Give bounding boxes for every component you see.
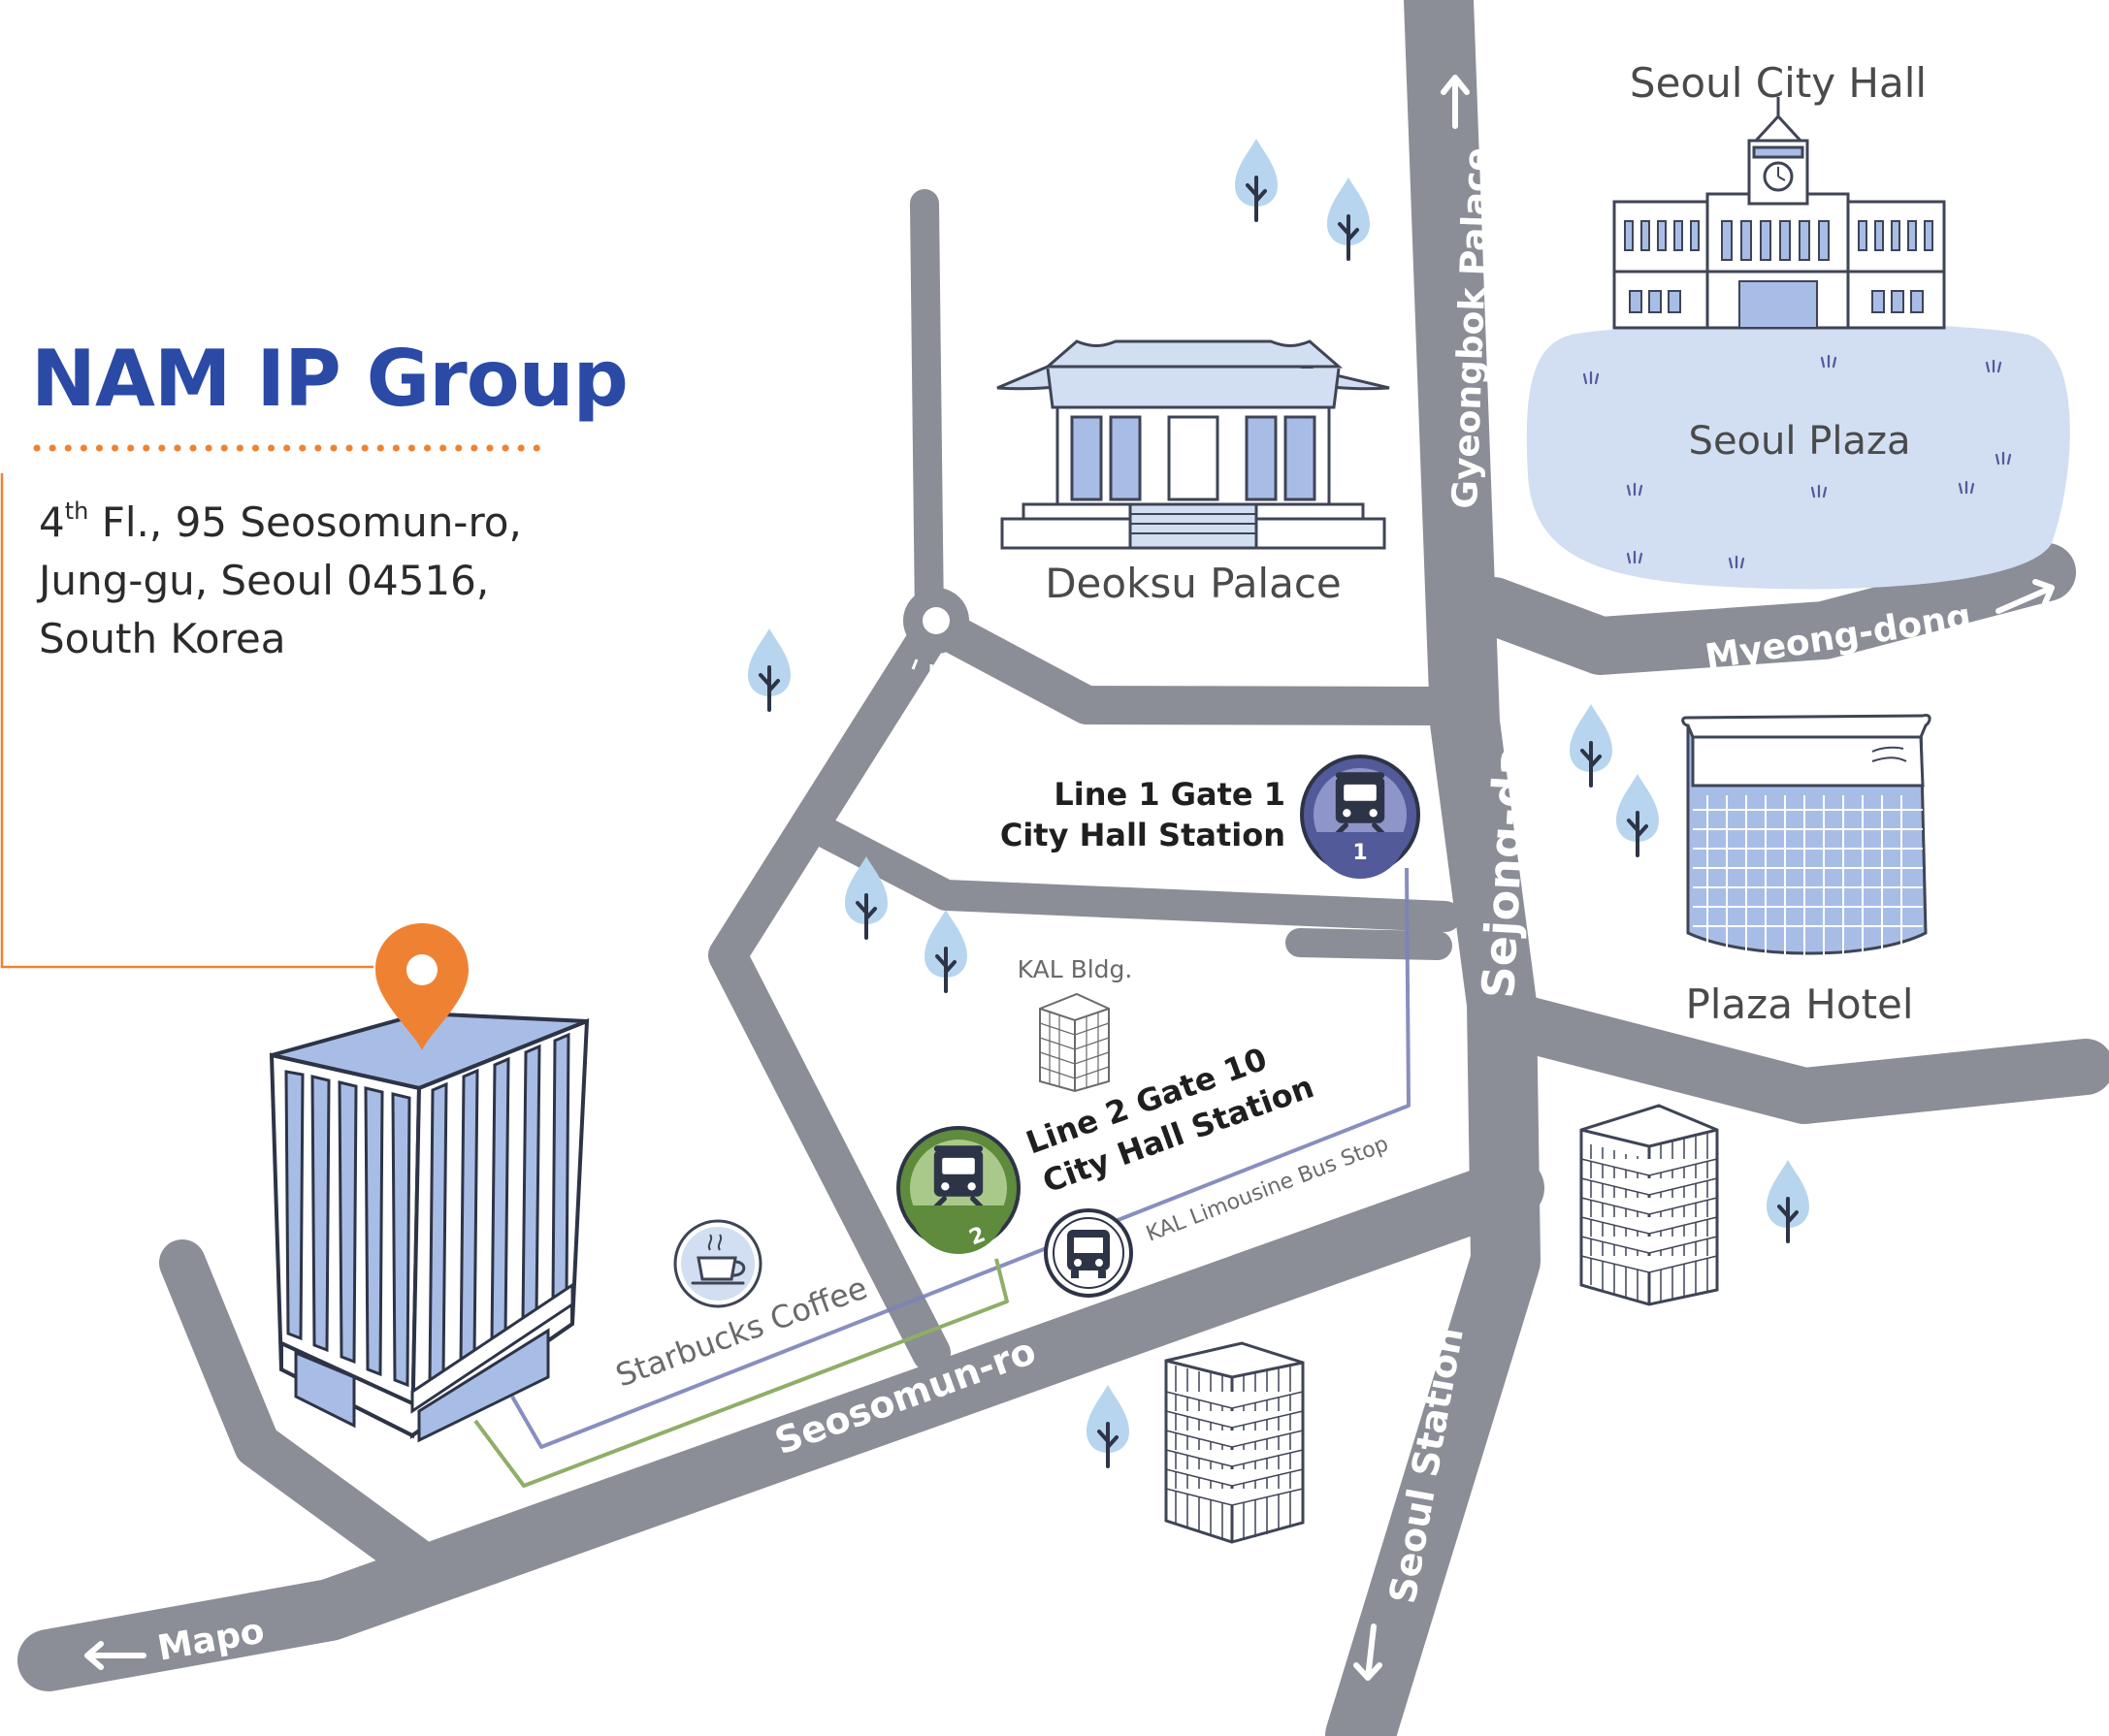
company-address-line2: Jung-gu, Seoul 04516, <box>36 557 489 604</box>
road-seosomun-ro <box>17 1157 1544 1691</box>
seoul-city-hall-building <box>1612 97 1946 330</box>
route-lines <box>473 867 1411 1488</box>
road-left-loop <box>159 1239 460 1599</box>
road-north-vertical <box>910 189 944 635</box>
company-logo: NAM IP Group <box>31 334 628 424</box>
road-roundabout-east <box>936 616 1455 725</box>
station-line1-number: 1 <box>1352 841 1367 865</box>
company-address-line1: 4th Fl., 95 Seosomun-ro, <box>39 498 522 546</box>
company-callout <box>0 473 469 1050</box>
label-plaza-hotel: Plaza Hotel <box>1685 981 1913 1028</box>
starbucks-coffee-icon[interactable] <box>673 1219 762 1308</box>
route-line-2 <box>473 1258 1009 1488</box>
office-building-main <box>269 1011 590 1443</box>
road-middle-2 <box>1285 928 1452 960</box>
office-building-right <box>1579 1104 1719 1306</box>
arrow-down-icon <box>1353 1623 1382 1681</box>
road-plaza-east <box>1476 990 2109 1124</box>
arrow-icons <box>84 75 2055 1681</box>
bus-stop-icon[interactable] <box>1044 1208 1133 1298</box>
road-middle-1 <box>809 817 1461 932</box>
label-kal-bldg: KAL Bldg. <box>1018 955 1133 983</box>
route-line-1 <box>510 867 1411 1449</box>
kal-building <box>1039 992 1110 1093</box>
deoksu-palace-building <box>996 339 1390 550</box>
label-deoksu-palace: Deoksu Palace <box>1045 560 1342 607</box>
map-pin-icon[interactable] <box>375 923 469 1050</box>
plaza-hotel-building <box>1681 713 1931 960</box>
coffee-cup-icon <box>691 1234 746 1285</box>
bus-icon <box>1067 1230 1110 1278</box>
arrow-up-icon <box>1441 75 1470 129</box>
label-seoul-city-hall: Seoul City Hall <box>1630 59 1927 107</box>
seoul-plaza-area <box>1526 322 2070 590</box>
roundabout <box>891 588 984 674</box>
arrow-right-icon <box>1995 579 2055 614</box>
road-diagonal-south <box>708 616 951 1372</box>
label-line1-station: City Hall Station <box>1000 817 1285 853</box>
company-address-line3: South Korea <box>39 615 285 662</box>
station-line1-icon[interactable]: 1 <box>1300 755 1420 879</box>
road-myeong-dong <box>1465 543 2076 675</box>
label-seoul-plaza: Seoul Plaza <box>1689 419 1911 464</box>
office-building-south <box>1164 1341 1305 1544</box>
roads <box>17 0 2109 1736</box>
arrow-left-icon <box>84 1641 146 1670</box>
label-line1-gate: Line 1 Gate 1 <box>1054 776 1285 813</box>
station-line2-icon[interactable]: 2 <box>896 1126 1021 1254</box>
